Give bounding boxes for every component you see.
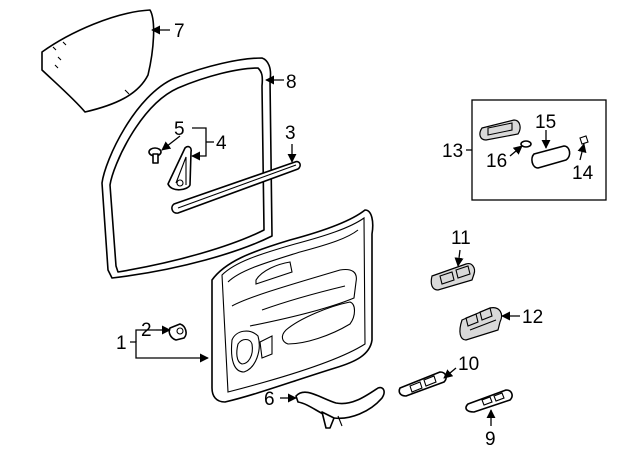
callout-14: 14 [572, 163, 594, 184]
part-10-switch-bezel [398, 371, 447, 397]
callout-11: 11 [451, 228, 471, 249]
callout-6: 6 [264, 389, 275, 410]
callout-7: 7 [174, 21, 185, 42]
part-5-screw [148, 147, 162, 164]
callout-13: 13 [442, 141, 463, 162]
callout-5: 5 [174, 119, 185, 140]
callout-12: 12 [522, 307, 543, 328]
callout-2: 2 [141, 320, 152, 341]
part-2-clip [168, 323, 187, 341]
leader-lines [130, 25, 587, 426]
callout-labels: 7 8 3 5 4 2 1 6 11 12 10 9 13 15 16 14 [116, 21, 594, 450]
part-12-master-switch [459, 307, 503, 341]
part-13-lamp-housing [479, 119, 521, 141]
part-6-pull-handle [295, 386, 385, 429]
callout-8: 8 [286, 72, 297, 93]
part-4-mirror-bracket [167, 145, 192, 191]
part-14-clip [579, 135, 589, 145]
callout-3: 3 [285, 123, 296, 144]
callout-1: 1 [116, 333, 127, 354]
part-15-lens [531, 145, 571, 169]
part-9-switch-bezel [465, 389, 513, 413]
callout-15: 15 [535, 112, 556, 133]
callout-4: 4 [216, 133, 227, 154]
callout-16: 16 [486, 151, 507, 172]
part-3-belt-moulding [171, 160, 301, 214]
callout-9: 9 [485, 429, 496, 450]
part-11-switch [430, 263, 476, 291]
inset-box [471, 99, 607, 201]
part-1-door-trim-panel [211, 209, 374, 403]
callout-10: 10 [458, 354, 479, 375]
part-16-bulb [520, 140, 532, 148]
part-7-glass [41, 9, 155, 113]
